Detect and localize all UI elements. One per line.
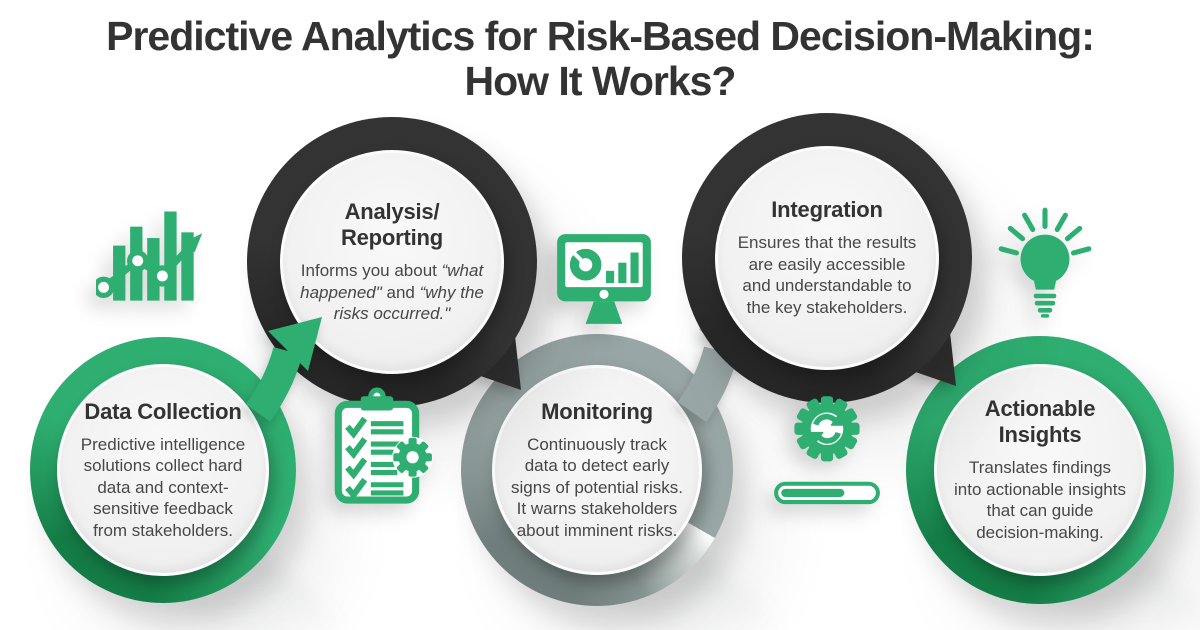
page-title: Predictive Analytics for Risk-Based Deci… bbox=[0, 13, 1200, 105]
monitor-analytics-icon bbox=[551, 226, 657, 334]
step-circle-data-collection: Data Collection Predictive intelligence … bbox=[30, 337, 296, 603]
step-heading: Monitoring bbox=[541, 398, 653, 424]
step-inner-circle: Analysis/ Reporting Informs you about “w… bbox=[280, 150, 504, 374]
step-body: Informs you about “what happened" and “w… bbox=[300, 261, 484, 324]
step-body: Continuously track data to detect early … bbox=[511, 434, 683, 540]
page-title-line2: How It Works? bbox=[464, 58, 737, 105]
bar-chart-trend-icon bbox=[96, 202, 206, 308]
step-inner-circle: Data Collection Predictive intelligence … bbox=[57, 364, 269, 576]
step-inner-circle: Actionable Insights Translates findings … bbox=[934, 364, 1146, 576]
step-circle-integration: Integration Ensures that the results are… bbox=[682, 113, 972, 403]
step-inner-circle: Monitoring Continuously track data to de… bbox=[492, 365, 702, 575]
step-circle-actionable-insights: Actionable Insights Translates findings … bbox=[906, 336, 1174, 604]
step-circle-analysis-reporting: Analysis/ Reporting Informs you about “w… bbox=[247, 117, 537, 407]
page-title-line1: Predictive Analytics for Risk-Based Deci… bbox=[106, 13, 1095, 59]
step-heading: Integration bbox=[771, 197, 883, 223]
step-heading: Analysis/ Reporting bbox=[340, 199, 444, 251]
step-inner-circle: Integration Ensures that the results are… bbox=[715, 146, 939, 370]
step-body: Ensures that the results are easily acce… bbox=[737, 233, 917, 318]
clipboard-checklist-gear-icon bbox=[322, 384, 436, 510]
lightbulb-idea-icon bbox=[993, 204, 1097, 322]
step-circle-monitoring: Monitoring Continuously track data to de… bbox=[461, 334, 733, 606]
step-body: Translates findings into actionable insi… bbox=[953, 458, 1126, 543]
step-body: Predictive intelligence solutions collec… bbox=[80, 434, 246, 540]
gear-sync-progress-icon bbox=[770, 384, 884, 508]
step-heading: Data Collection bbox=[84, 398, 242, 424]
step-heading: Actionable Insights bbox=[984, 396, 1096, 448]
